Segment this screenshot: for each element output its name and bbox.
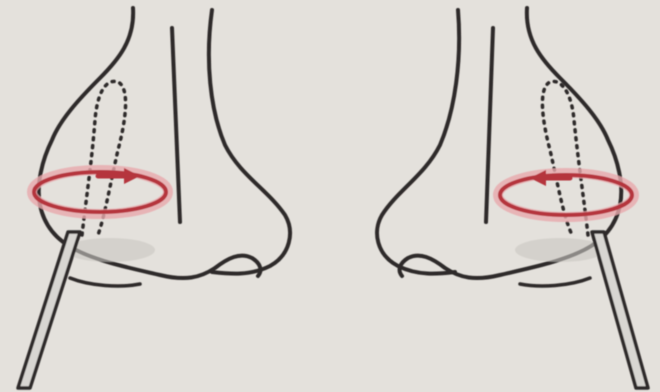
right-lip-line — [520, 278, 590, 286]
right-septum-line — [486, 28, 493, 222]
right-nostril-shadow — [515, 238, 605, 262]
right-panel — [377, 8, 648, 388]
left-nose-bridge — [209, 10, 290, 274]
left-swab-stick — [18, 232, 80, 388]
right-swab-stick — [592, 232, 648, 388]
left-lip-line — [70, 278, 140, 286]
left-panel — [18, 8, 290, 388]
right-nose-outline — [400, 8, 622, 278]
right-nose-bridge — [377, 10, 459, 274]
left-septum-line — [172, 28, 180, 222]
right-rotation-ring — [500, 175, 632, 215]
